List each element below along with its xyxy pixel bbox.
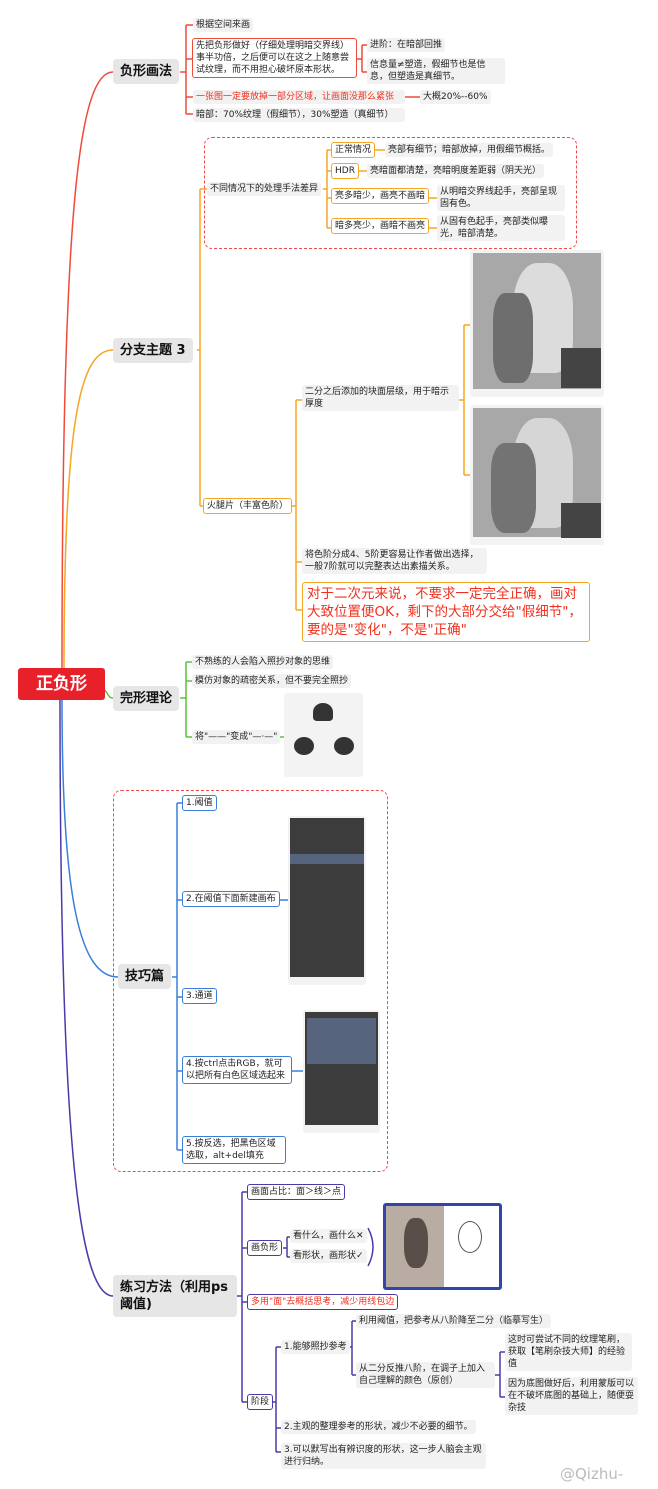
node-percent[interactable]: 大概20%--60% [420,90,491,104]
node-hdr[interactable]: HDR [331,163,359,179]
node-hdr-desc[interactable]: 亮暗面都清楚，亮暗明度差距弱（阴天光） [367,164,545,178]
node-normal[interactable]: 正常情况 [331,142,376,158]
node-use-planes[interactable]: 多用"面"去概括思考，减少用线包边 [247,1294,399,1310]
node-levels-4-5[interactable]: 将色阶分成4、5阶更容易让作者做出选择，一般7阶就可以完整表达出素描关系。 [302,548,487,574]
node-bright-more-desc[interactable]: 从明暗交界线起手，亮部呈现固有色。 [437,185,565,211]
branch-gestalt[interactable]: 完形理论 [113,686,180,711]
node-situations[interactable]: 不同情况下的处理手法差异 [207,182,322,196]
node-negative-first[interactable]: 先把负形做好（仔细处理明暗交界线）事半功倍，之后便可以在这之上随意尝试纹理，而不… [192,38,357,78]
node-threshold-copy[interactable]: 利用阈值，把参考从八阶降至二分（临摹写生） [356,1314,552,1328]
node-reverse-levels[interactable]: 从二分反推八阶，在调子上加入自己理解的颜色（原创） [356,1362,495,1388]
channels-panel-screenshot [303,1010,380,1133]
node-release-area[interactable]: 一张图一定要放掉一部分区域，让画面没那么紧张 [193,90,405,104]
node-ratio[interactable]: 画面占比：面＞线＞点 [247,1184,346,1200]
node-unskilled[interactable]: 不熟练的人会陷入照抄对象的思维 [192,655,334,669]
node-normal-desc[interactable]: 亮部有细节；暗部放掉，用假细节概括。 [385,143,554,157]
node-ham-slice[interactable]: 火腿片（丰富色阶） [203,498,293,514]
node-draw-negative[interactable]: 画负形 [247,1240,283,1256]
node-dark-ratio[interactable]: 暗部：70%纹理（假细节），30%塑造（真细节） [193,108,405,122]
node-info-vs-modeling[interactable]: 信息量≠塑造，假细节也是信息，但塑造是真细节。 [367,58,505,84]
reference-image-head-1 [470,250,604,397]
step-channels[interactable]: 3.通道 [182,988,217,1004]
node-imitate-density[interactable]: 模仿对象的疏密关系，但不要完全照抄 [192,674,352,688]
step-threshold[interactable]: 1.阈值 [182,795,217,811]
node-anime-tip[interactable]: 对于二次元来说，不要求一定完全正确，画对大致位置便OK，剩下的大部分交给"假细节… [302,582,590,642]
node-stage-2[interactable]: 2.主观的整理参考的形状，减少不必要的细节。 [281,1420,476,1434]
branch-negative-shape-method[interactable]: 负形画法 [113,59,180,84]
situations-boundary [204,137,577,249]
branch-topic-3[interactable]: 分支主题 3 [113,338,193,363]
node-advanced[interactable]: 进阶：在暗部回推 [367,38,446,52]
node-see-shape[interactable]: 看形状，画形状✓ [290,1249,367,1263]
node-try-brushes[interactable]: 这时可尝试不同的纹理笔刷，获取【笔刷杂技大师】的经验值 [505,1333,632,1371]
gestalt-triangle-image [284,693,363,777]
node-layer-hint[interactable]: 二分之后添加的块面层级，用于暗示厚度 [302,385,459,411]
node-stages[interactable]: 阶段 [247,1394,274,1410]
node-dark-more[interactable]: 暗多亮少，画暗不画亮 [331,218,430,234]
node-draw-by-space[interactable]: 根据空间来画 [193,18,254,32]
node-mask-tip[interactable]: 因为底图做好后，利用蒙版可以在不破坏底图的基础上，随便耍杂技 [505,1377,638,1415]
step-ctrl-click-rgb[interactable]: 4.按ctrl点击RGB，就可以把所有白色区域选起来 [182,1056,292,1084]
negative-shape-example-image [383,1203,502,1290]
node-line-dash[interactable]: 将"——"变成"—·—" [192,730,281,744]
node-dark-more-desc[interactable]: 从固有色起手，亮部类似曝光，暗部清楚。 [437,215,565,241]
tips-boundary [113,790,388,1172]
node-bright-more[interactable]: 亮多暗少，画亮不画暗 [331,188,430,204]
branch-tips[interactable]: 技巧篇 [118,964,172,989]
node-see-what[interactable]: 看什么，画什么✕ [290,1229,367,1243]
layers-panel-screenshot [288,816,366,985]
node-stage-1[interactable]: 1.能够照抄参考 [281,1340,350,1354]
branch-practice-method[interactable]: 练习方法（利用ps阈值) [113,1275,237,1317]
root-node[interactable]: 正负形 [18,668,105,700]
node-stage-3[interactable]: 3.可以默写出有辨识度的形状，这一步人脑会主观进行归纳。 [281,1443,486,1469]
watermark: @Qizhu- [560,1465,624,1483]
step-invert-fill[interactable]: 5.按反选，把黑色区域选取，alt+del填充 [182,1136,286,1164]
step-new-canvas[interactable]: 2.在阈值下面新建画布 [182,891,280,907]
reference-image-head-2 [470,405,604,545]
